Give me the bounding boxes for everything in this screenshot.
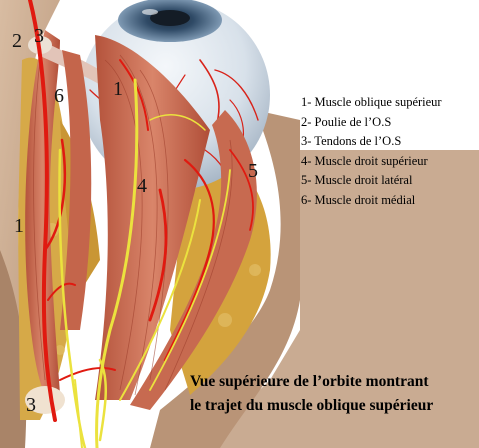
caption-line: le trajet du muscle oblique supérieur bbox=[190, 397, 434, 414]
legend: 1- Muscle oblique supérieur 2- Poulie de… bbox=[301, 93, 442, 210]
annulus-tendon bbox=[25, 386, 65, 414]
label-1-muscle-top: 1 bbox=[113, 78, 123, 100]
label-3-tendon-top: 3 bbox=[34, 25, 44, 47]
arteries bbox=[28, 0, 254, 422]
nerves bbox=[58, 78, 231, 448]
label-3-tendon-bottom: 3 bbox=[26, 394, 36, 416]
lateral-rectus-muscle bbox=[130, 110, 257, 410]
superior-oblique-muscle bbox=[25, 30, 61, 395]
legend-item: 2- Poulie de l’O.S bbox=[301, 114, 392, 129]
legend-item: 3- Tendons de l’O.S bbox=[301, 134, 402, 148]
medial-rectus-muscle bbox=[60, 50, 92, 330]
legend-item: 1- Muscle oblique supérieur bbox=[301, 95, 442, 109]
legend-item: 4- Muscle droit supérieur bbox=[301, 153, 428, 168]
label-1-muscle-left: 1 bbox=[14, 215, 24, 237]
extraocular-muscles bbox=[25, 30, 257, 414]
superior-rectus-muscle bbox=[95, 35, 210, 400]
label-2-trochlea: 2 bbox=[12, 30, 22, 52]
legend-item: 5- Muscle droit latéral bbox=[301, 173, 413, 187]
figure-caption: Vue supérieure de l’orbite montrant le t… bbox=[190, 370, 433, 418]
caption-line: Vue supérieure de l’orbite montrant bbox=[190, 373, 429, 390]
label-5-lateral-rectus: 5 bbox=[248, 160, 258, 182]
label-6-medial-rectus: 6 bbox=[54, 85, 64, 107]
legend-item: 6- Muscle droit médial bbox=[301, 192, 416, 207]
label-4-superior-rectus: 4 bbox=[137, 175, 147, 197]
